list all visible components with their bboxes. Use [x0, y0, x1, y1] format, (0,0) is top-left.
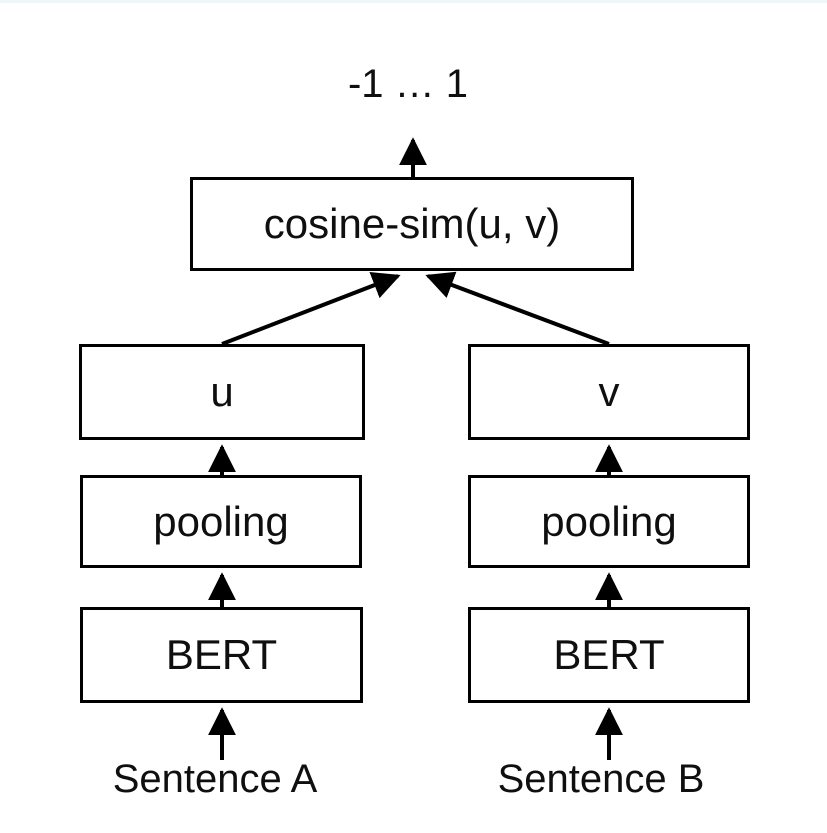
pooling-left-box-label: pooling [153, 497, 289, 545]
bert-right-box-label: BERT [553, 631, 665, 678]
arrow-v-to-cosine-icon [425, 271, 610, 346]
output-range-label: -1 … 1 [347, 62, 469, 106]
top-edge-divider [0, 0, 827, 3]
bert-left-box: BERT [80, 607, 363, 703]
pooling-right-box: pooling [468, 475, 750, 568]
v-embedding-box: v [468, 344, 750, 440]
u-embedding-box: u [79, 344, 365, 440]
bert-left-box-label: BERT [165, 631, 278, 678]
u-embedding-box-label: u [210, 368, 234, 415]
bert-right-box: BERT [468, 607, 750, 703]
pooling-right-box-label: pooling [541, 497, 677, 545]
sentence-b-label: Sentence B [497, 757, 705, 801]
cosine-sim-box-label: cosine-sim(u, v) [263, 200, 561, 247]
arrow-u-to-cosine-icon [221, 272, 401, 346]
sentence-a-label: Sentence A [112, 757, 318, 801]
pooling-left-box: pooling [80, 475, 362, 568]
cosine-sim-box: cosine-sim(u, v) [190, 177, 634, 271]
v-embedding-box-label: v [598, 368, 620, 415]
